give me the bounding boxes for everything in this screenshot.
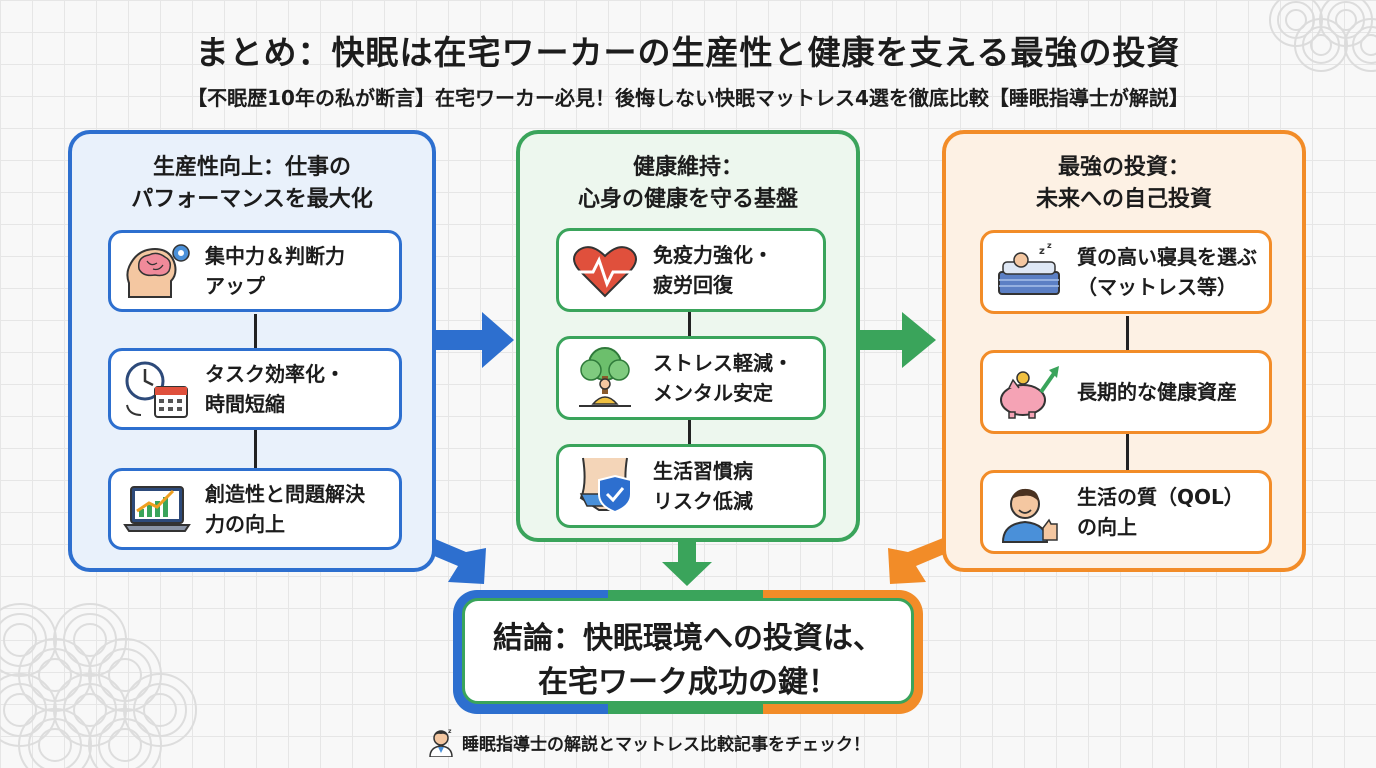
card-label: ストレス軽減・ メンタル安定 xyxy=(653,351,793,405)
laptop-growth-chart-icon xyxy=(123,486,191,532)
arrow-green-to-orange xyxy=(860,312,936,368)
health-column: 健康維持： 心身の健康を守る基盤 免疫力強化・ 疲労回復 ストレス軽減・ メンタ… xyxy=(516,130,860,542)
meditation-tree-icon xyxy=(579,347,631,407)
card-focus-judgment: 集中力＆判断力 アップ xyxy=(108,230,402,312)
connector-line xyxy=(254,314,257,374)
card-quality-of-life: 生活の質（QOL） の向上 xyxy=(980,470,1272,554)
footer-cta[interactable]: z 睡眠指導士の解説とマットレス比較記事をチェック！ xyxy=(426,727,870,757)
svg-text:z: z xyxy=(448,728,452,735)
investment-heading: 最強の投資： 未来への自己投資 xyxy=(1035,155,1212,212)
card-label: タスク効率化・ 時間短縮 xyxy=(205,362,345,416)
card-health-asset: 長期的な健康資産 xyxy=(980,350,1272,434)
piggy-bank-growth-icon xyxy=(1000,366,1059,419)
sleeping-on-mattress-icon: z z xyxy=(998,241,1060,295)
investment-column: 最強の投資： 未来への自己投資 z z 質の高い寝具を選ぶ （マットレス等） xyxy=(942,130,1306,572)
arrow-blue-to-conclusion xyxy=(420,536,486,584)
arrow-green-to-conclusion xyxy=(662,542,712,586)
arrow-orange-to-conclusion xyxy=(888,536,954,584)
card-label: 生活の質（QOL） の向上 xyxy=(1077,485,1244,539)
conclusion-box: 結論：快眠環境への投資は、 在宅ワーク成功の鍵！ xyxy=(453,590,923,714)
sleep-advisor-icon: z xyxy=(429,728,453,757)
card-immunity: 免疫力強化・ 疲労回復 xyxy=(556,228,826,312)
svg-text:z: z xyxy=(1039,246,1045,257)
connector-line xyxy=(688,312,691,342)
card-label: 生活習慣病 リスク低減 xyxy=(653,459,753,513)
card-label: 集中力＆判断力 アップ xyxy=(205,244,345,298)
health-heading: 健康維持： 心身の健康を守る基盤 xyxy=(577,155,798,212)
card-label: 免疫力強化・ 疲労回復 xyxy=(653,243,773,297)
card-label: 長期的な健康資産 xyxy=(1077,380,1237,404)
heart-pulse-icon xyxy=(573,246,637,298)
card-lifestyle-disease: 生活習慣病 リスク低減 xyxy=(556,444,826,528)
card-creativity: 創造性と問題解決 力の向上 xyxy=(108,468,402,550)
brain-gear-icon xyxy=(126,244,190,298)
card-quality-bedding: z z 質の高い寝具を選ぶ （マットレス等） xyxy=(980,230,1272,314)
thumbs-up-person-icon xyxy=(1001,488,1058,543)
card-stress-relief: ストレス軽減・ メンタル安定 xyxy=(556,336,826,420)
connector-line xyxy=(254,430,257,470)
card-label: 質の高い寝具を選ぶ （マットレス等） xyxy=(1077,245,1257,299)
productivity-heading: 生産性向上：仕事の パフォーマンスを最大化 xyxy=(131,155,373,212)
conclusion-text: 結論：快眠環境への投資は、 在宅ワーク成功の鍵！ xyxy=(493,621,883,700)
svg-text:z: z xyxy=(1047,241,1052,250)
wave-pattern-top-right xyxy=(1269,0,1376,72)
body-shield-icon xyxy=(579,457,632,514)
arrow-blue-to-green xyxy=(436,312,514,368)
card-task-efficiency: タスク効率化・ 時間短縮 xyxy=(108,348,402,430)
card-label: 創造性と問題解決 力の向上 xyxy=(205,482,365,536)
wave-pattern-bottom-left xyxy=(0,603,197,768)
article-subtitle: 【不眠歴10年の私が断言】在宅ワーカー必見！後悔しない快眠マットレス4選を徹底比… xyxy=(187,86,1189,110)
productivity-column: 生産性向上：仕事の パフォーマンスを最大化 集中力＆判断力 アップ タスク効率化… xyxy=(68,130,436,572)
clock-calendar-icon xyxy=(125,361,188,418)
footer-text[interactable]: 睡眠指導士の解説とマットレス比較記事をチェック！ xyxy=(462,734,870,755)
connector-line xyxy=(1126,316,1129,350)
connector-line xyxy=(688,418,691,448)
connector-line xyxy=(1126,434,1129,470)
page-title: まとめ：快眠は在宅ワーカーの生産性と健康を支える最強の投資 xyxy=(195,33,1181,72)
